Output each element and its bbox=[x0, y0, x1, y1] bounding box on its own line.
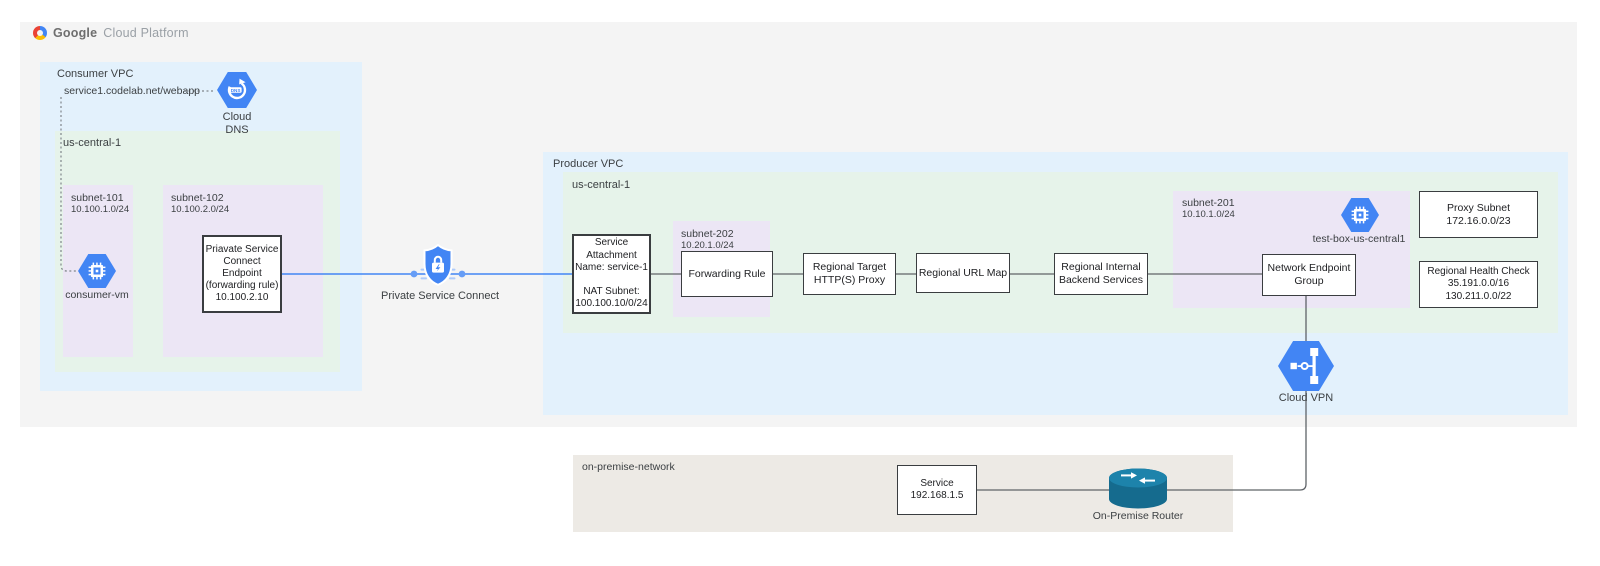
cloud-dns-caption: Cloud DNS bbox=[222, 111, 252, 137]
forwarding-rule-box: Forwarding Rule bbox=[681, 251, 773, 297]
psc-endpoint-box: Priavate Service Connect Endpoint (forwa… bbox=[202, 235, 282, 313]
subnet-102-cidr: 10.100.2.0/24 bbox=[171, 204, 230, 215]
cloud-vpn-caption: Cloud VPN bbox=[1278, 392, 1334, 404]
subnet-201-name: subnet-201 bbox=[1182, 197, 1235, 209]
brand-cloud-platform: Cloud Platform bbox=[103, 26, 189, 40]
producer-region-label: us-central-1 bbox=[572, 179, 631, 191]
svg-text:DNS: DNS bbox=[231, 88, 241, 93]
on-premise-network-label: on-premise-network bbox=[582, 461, 675, 473]
consumer-vpc-label: Consumer VPC bbox=[57, 68, 134, 80]
cloud-vpn-icon bbox=[1278, 341, 1334, 391]
subnet-201-cidr: 10.10.1.0/24 bbox=[1182, 209, 1235, 220]
network-endpoint-group-box: Network Endpoint Group bbox=[1262, 254, 1356, 296]
subnet-101-cidr: 10.100.1.0/24 bbox=[71, 204, 130, 215]
test-box-caption: test-box-us-central1 bbox=[1312, 233, 1406, 245]
regional-backend-services-box: Regional Internal Backend Services bbox=[1054, 253, 1148, 295]
on-premise-router-caption: On-Premise Router bbox=[1092, 510, 1184, 522]
regional-target-proxy-box: Regional Target HTTP(S) Proxy bbox=[803, 253, 896, 295]
service-attachment-box: Service Attachment Name: service-1 NAT S… bbox=[572, 234, 651, 314]
producer-vpc-label: Producer VPC bbox=[553, 158, 624, 170]
gcp-brand: Google Cloud Platform bbox=[33, 26, 189, 40]
regional-url-map-box: Regional URL Map bbox=[916, 253, 1010, 293]
consumer-vm-caption: consumer-vm bbox=[65, 289, 129, 301]
gcp-logo-icon bbox=[33, 26, 47, 40]
regional-health-check-box: Regional Health Check 35.191.0.0/16 130.… bbox=[1419, 261, 1538, 308]
subnet-202-name: subnet-202 bbox=[681, 228, 734, 240]
private-service-connect-caption: Private Service Connect bbox=[381, 290, 499, 302]
brand-google: Google bbox=[53, 26, 98, 40]
on-premise-router-icon bbox=[1109, 468, 1167, 509]
dns-record-text: service1.codelab.net/webapp bbox=[64, 85, 201, 97]
subnet-202-cidr: 10.20.1.0/24 bbox=[681, 240, 734, 251]
consumer-region-label: us-central-1 bbox=[63, 137, 122, 149]
consumer-vm-compute-icon bbox=[78, 254, 116, 288]
private-service-connect-icon bbox=[410, 244, 466, 286]
cloud-dns-icon: DNS bbox=[217, 72, 257, 108]
test-box-compute-icon bbox=[1341, 198, 1379, 232]
on-premise-service-box: Service 192.168.1.5 bbox=[897, 465, 977, 515]
subnet-101-name: subnet-101 bbox=[71, 192, 124, 204]
proxy-subnet-box: Proxy Subnet 172.16.0.0/23 bbox=[1419, 191, 1538, 238]
subnet-102-name: subnet-102 bbox=[171, 192, 224, 204]
